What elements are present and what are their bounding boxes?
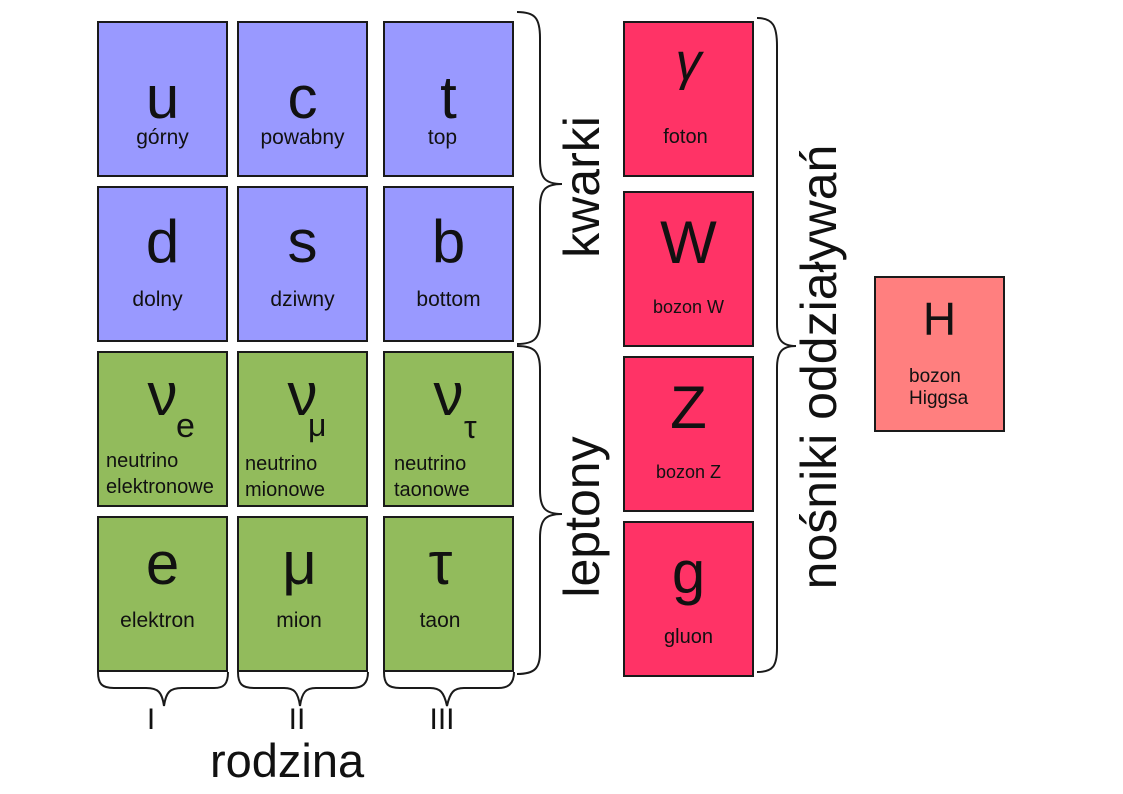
electron-symbol: e (145, 530, 180, 597)
muon-name: mion (276, 609, 322, 632)
tau-neutrino-cell: ν τ neutrino taonowe (383, 351, 514, 507)
quark-charm-name: powabny (260, 126, 345, 149)
quark-strange-cell: s dziwny (237, 186, 368, 342)
generation-I-label: I (146, 703, 156, 736)
tau-neutrino-subscript: τ (464, 409, 477, 445)
quark-top-symbol: t (440, 64, 457, 131)
gluon-name: gluon (664, 626, 713, 648)
muon-cell: μ mion (237, 516, 368, 672)
tau-cell: τ taon (383, 516, 514, 672)
carriers-group-label: nośniki oddziaływań (791, 144, 847, 590)
w-boson-cell: W bozon W (623, 191, 754, 347)
w-boson-symbol: W (660, 209, 717, 276)
carriers-brace (756, 17, 797, 673)
muon-neutrino-subscript: μ (308, 407, 327, 443)
electron-neutrino-subscript: e (176, 407, 195, 445)
quark-down-cell: d dolny (97, 186, 228, 342)
leptons-brace (516, 345, 563, 675)
muon-symbol: μ (282, 530, 317, 597)
higgs-symbol: H (922, 293, 957, 345)
generation-III-label: III (429, 703, 455, 736)
quark-bottom-name: bottom (416, 288, 481, 311)
gluon-cell: g gluon (623, 521, 754, 677)
quarks-group-label: kwarki (554, 116, 610, 258)
quark-bottom-cell: b bottom (383, 186, 514, 342)
electron-neutrino-cell: ν e neutrino elektronowe (97, 351, 228, 507)
quark-charm-cell: c powabny (237, 21, 368, 177)
higgs-cell: H bozon Higgsa (874, 276, 1005, 432)
quark-charm-symbol: c (287, 64, 318, 131)
generation-axis-label: rodzina (210, 734, 365, 787)
quark-down-symbol: d (145, 208, 180, 275)
quark-bottom-symbol: b (431, 208, 466, 275)
muon-neutrino-name: neutrino mionowe (245, 453, 326, 501)
quarks-brace (516, 11, 563, 345)
muon-neutrino-symbol: ν (287, 361, 318, 428)
electron-neutrino-name: neutrino elektronowe (106, 450, 214, 498)
higgs-name: bozon Higgsa (909, 366, 969, 409)
tau-name: taon (419, 609, 461, 632)
photon-symbol: γ (675, 33, 702, 91)
generation-I-brace (97, 671, 229, 707)
gluon-symbol: g (671, 539, 706, 606)
z-boson-cell: Z bozon Z (623, 356, 754, 512)
quark-up-symbol: u (145, 64, 180, 131)
quark-strange-symbol: s (287, 208, 318, 275)
quark-up-name: górny (136, 126, 189, 149)
z-boson-name: bozon Z (655, 462, 722, 482)
generation-III-brace (383, 671, 515, 707)
quark-up-cell: u górny (97, 21, 228, 177)
electron-cell: e elektron (97, 516, 228, 672)
leptons-group-label: leptony (554, 436, 610, 598)
muon-neutrino-cell: ν μ neutrino mionowe (237, 351, 368, 507)
z-boson-symbol: Z (670, 374, 707, 441)
quark-strange-name: dziwny (270, 288, 335, 311)
tau-symbol: τ (428, 530, 453, 597)
generation-II-brace (237, 671, 369, 707)
generation-II-label: II (288, 703, 306, 736)
quark-top-name: top (427, 126, 458, 149)
electron-neutrino-symbol: ν (147, 361, 178, 428)
quark-top-cell: t top (383, 21, 514, 177)
tau-neutrino-name: neutrino taonowe (394, 453, 470, 501)
tau-neutrino-symbol: ν (433, 361, 464, 428)
photon-name: foton (663, 126, 708, 148)
w-boson-name: bozon W (652, 297, 725, 317)
photon-cell: γ foton (623, 21, 754, 177)
quark-down-name: dolny (132, 288, 183, 311)
electron-name: elektron (120, 609, 195, 632)
